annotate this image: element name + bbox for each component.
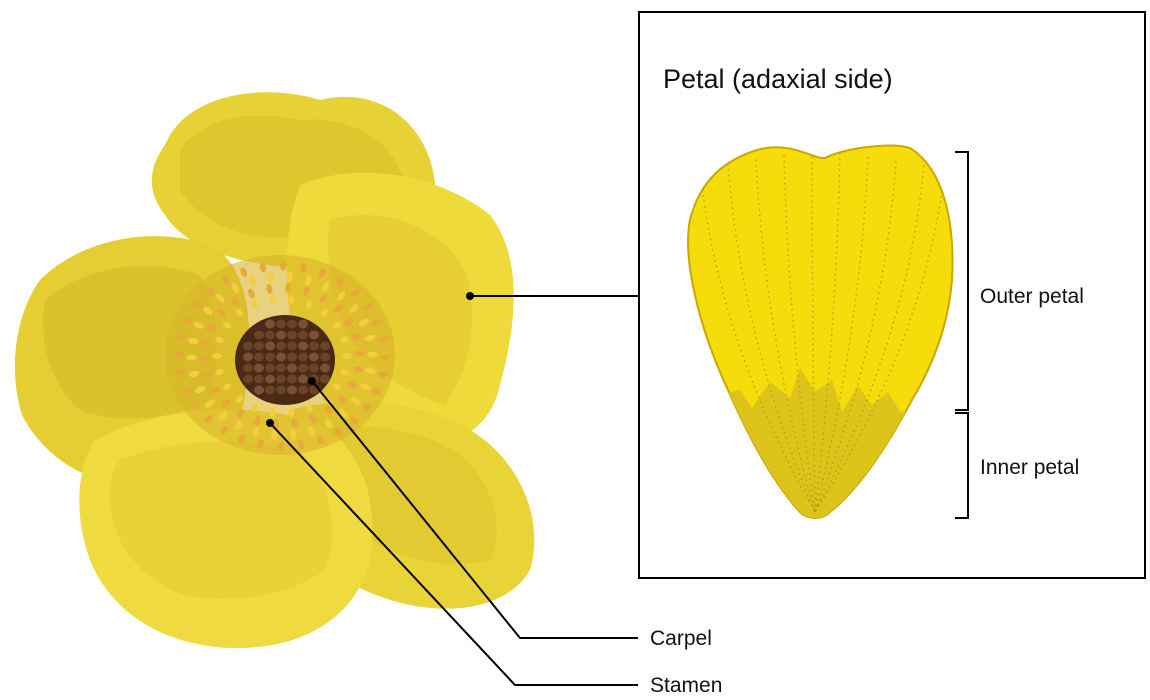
carpel-seed [298, 386, 308, 395]
carpel-seed [254, 353, 264, 362]
carpel-seed [287, 331, 297, 340]
carpel-seed [276, 331, 286, 340]
carpel-seed [320, 342, 330, 351]
carpel-seed [287, 353, 297, 362]
inset-petal [688, 146, 960, 540]
carpel-seed [265, 386, 275, 395]
carpel-seed [254, 331, 264, 340]
carpel-seed [287, 320, 297, 329]
carpel-seed [254, 375, 264, 384]
carpel-seed [287, 386, 297, 395]
carpel-label: Carpel [650, 627, 712, 650]
carpel-seed [265, 364, 275, 373]
carpel-seed [243, 364, 253, 373]
flower-illustration [15, 92, 534, 648]
carpel-seed [265, 342, 275, 351]
carpel-seed [276, 364, 286, 373]
carpel-seed [265, 331, 275, 340]
outer-petal-bracket [955, 152, 968, 410]
carpel-seed [276, 353, 286, 362]
carpel-seed [243, 342, 253, 351]
carpel-seed [265, 320, 275, 329]
carpel-seed [276, 342, 286, 351]
carpel-seed [254, 386, 264, 395]
carpel-seed [298, 375, 308, 384]
carpel-seed [309, 342, 319, 351]
carpel-seed [298, 331, 308, 340]
outer-petal-label: Outer petal [980, 285, 1084, 308]
carpel-seed [309, 364, 319, 373]
carpel-seed [309, 353, 319, 362]
carpel-seed [298, 353, 308, 362]
carpel-seed [265, 375, 275, 384]
carpel-seed [276, 375, 286, 384]
inset-title: Petal (adaxial side) [663, 64, 893, 94]
carpel-seed [287, 342, 297, 351]
carpel-seed [309, 331, 319, 340]
carpel-seed [265, 353, 275, 362]
carpel-seed [287, 375, 297, 384]
stamen [212, 353, 221, 359]
carpel-seed [276, 320, 286, 329]
carpel-seed [287, 364, 297, 373]
carpel-seed [320, 353, 330, 362]
carpel-seed [320, 375, 330, 384]
stamen [343, 353, 352, 359]
inner-petal-bracket [955, 413, 968, 518]
inner-petal-label: Inner petal [980, 456, 1079, 479]
inset-petal-inner-region [690, 368, 960, 540]
carpel-seed [254, 342, 264, 351]
carpel-seed [298, 364, 308, 373]
carpel-seed [254, 364, 264, 373]
carpel-seed [276, 386, 286, 395]
carpel-seed [298, 342, 308, 351]
stamen-label: Stamen [650, 674, 722, 697]
carpel-seed [320, 364, 330, 373]
carpel-seed [298, 320, 308, 329]
carpel-seed [243, 375, 253, 384]
carpel-seed [243, 353, 253, 362]
